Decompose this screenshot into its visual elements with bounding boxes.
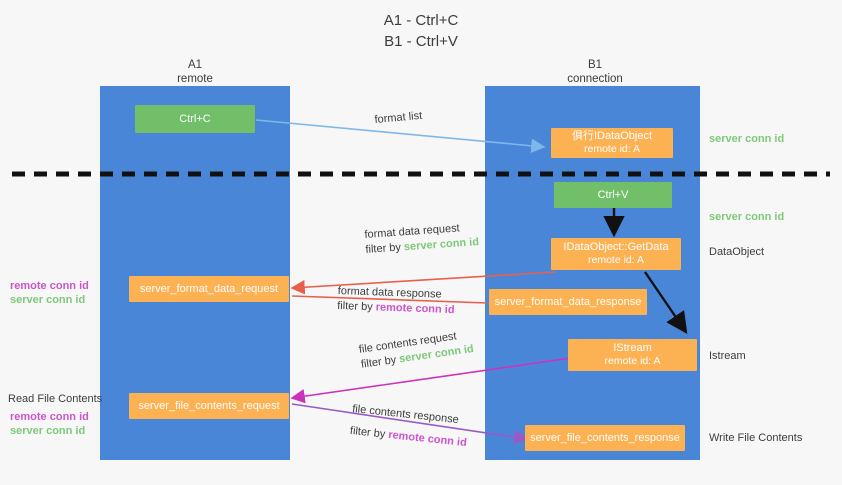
edge-label-format-data-response-filter: filter by remote conn id (337, 299, 455, 318)
filter-prefix: filter by (349, 424, 389, 441)
edge-label-file-contents-response-filter: filter by remote conn id (349, 424, 467, 451)
box-istream[interactable]: IStream remote id: A (568, 339, 697, 371)
edge-label-format-list: format list (374, 109, 423, 126)
right-label-dataobject: DataObject (709, 246, 765, 258)
box-idataobject-getdata[interactable]: IDataObject::GetData remote id: A (551, 238, 681, 270)
filter-prefix: filter by (365, 241, 405, 256)
box-server-format-data-response[interactable]: server_format_data_response (489, 289, 647, 315)
box-ctrl-v-label: Ctrl+V (597, 188, 629, 201)
title-line-2: B1 - Ctrl+V (384, 33, 458, 50)
right-label-server-conn-id-1: server conn id (709, 133, 785, 145)
filter-prefix: filter by (360, 353, 401, 371)
lane-a1-sub: remote (177, 73, 213, 85)
box-idataobject-getdata-line2: remote id: A (587, 254, 645, 266)
filter-value-remote-conn-id: remote conn id (387, 428, 468, 450)
right-label-server-conn-id-2: server conn id (709, 211, 785, 223)
filter-value-remote-conn-id: remote conn id (375, 301, 455, 317)
lane-b1-name: B1 (587, 59, 603, 71)
left-label-read-file-contents: Read File Contents (8, 393, 103, 405)
right-label-write-file-contents: Write File Contents (709, 432, 803, 444)
edge-label-file-contents-response: file contents response filter by remote … (349, 402, 470, 451)
box-idataobject-top-line1: 俱行IDataObject (571, 130, 653, 142)
box-server-file-contents-request-label: server_file_contents_request (138, 399, 280, 412)
lane-b1-sub: connection (567, 73, 623, 85)
box-ctrl-c[interactable]: Ctrl+C (135, 105, 255, 133)
left-label-conn-id-group-1: remote conn id server conn id (10, 279, 89, 307)
box-server-file-contents-request[interactable]: server_file_contents_request (129, 393, 289, 419)
left-label-server-conn-id-2: server conn id (10, 425, 86, 437)
box-istream-line2: remote id: A (604, 355, 661, 367)
box-server-file-contents-response-label: server_file_contents_response (530, 431, 680, 444)
box-idataobject-top[interactable]: 俱行IDataObject remote id: A (551, 128, 673, 158)
left-label-remote-conn-id-2: remote conn id (10, 411, 89, 423)
right-label-istream: Istream (709, 350, 746, 362)
edge-label-format-data-response: format data response filter by remote co… (337, 284, 455, 318)
title-line-1: A1 - Ctrl+C (383, 12, 459, 29)
box-ctrl-v[interactable]: Ctrl+V (554, 182, 672, 208)
box-istream-line1: IStream (613, 342, 652, 354)
lane-header-b1: B1 connection (530, 58, 660, 86)
filter-prefix: filter by (337, 299, 376, 314)
box-idataobject-top-line2: remote id: A (583, 143, 641, 155)
filter-value-server-conn-id: server conn id (403, 236, 480, 254)
box-server-format-data-request-label: server_format_data_request (139, 282, 279, 295)
box-server-format-data-response-label: server_format_data_response (494, 295, 642, 308)
left-label-server-conn-id-1: server conn id (10, 294, 86, 306)
box-ctrl-c-label: Ctrl+C (179, 112, 211, 125)
lane-a1-name: A1 (187, 59, 203, 71)
lane-header-a1: A1 remote (130, 58, 260, 86)
left-label-conn-id-group-2: remote conn id server conn id (10, 410, 89, 438)
box-idataobject-getdata-line1: IDataObject::GetData (563, 241, 669, 253)
box-server-format-data-request[interactable]: server_format_data_request (129, 276, 289, 302)
edge-label-format-data-request: format data request filter by server con… (364, 220, 480, 258)
diagram-title: A1 - Ctrl+C B1 - Ctrl+V (0, 10, 842, 52)
left-label-remote-conn-id-1: remote conn id (10, 280, 89, 292)
edge-label-file-contents-request: file contents request filter by server c… (358, 327, 475, 373)
box-server-file-contents-response[interactable]: server_file_contents_response (525, 425, 685, 451)
